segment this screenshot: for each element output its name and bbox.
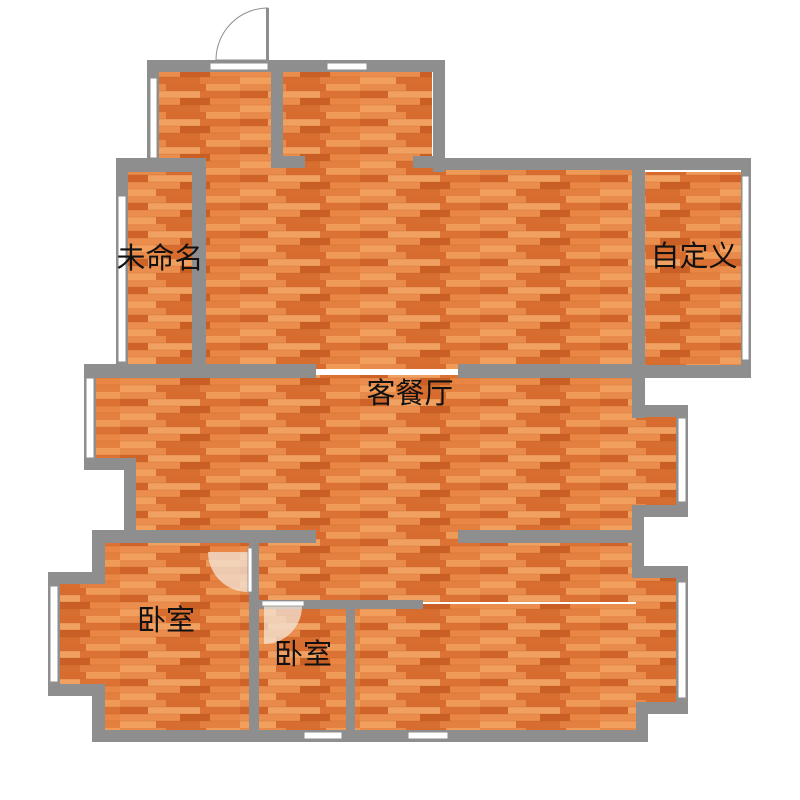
wall <box>48 572 105 584</box>
door-entrance-swing <box>215 7 269 61</box>
window <box>741 175 750 361</box>
wall <box>124 458 136 540</box>
window <box>303 731 343 740</box>
wall <box>632 405 688 417</box>
wall <box>271 60 283 168</box>
floor-bedroom-1-bay <box>60 582 106 686</box>
wall <box>147 60 445 72</box>
wall <box>283 156 305 168</box>
window <box>677 417 687 503</box>
wall <box>92 730 648 742</box>
floor-master-bay <box>636 578 678 702</box>
wall <box>632 566 688 578</box>
wall <box>636 702 648 742</box>
room-label-bedroom-1: 卧室 <box>137 603 195 637</box>
window <box>407 731 449 740</box>
wall <box>632 158 645 418</box>
window <box>209 62 269 71</box>
windows <box>49 62 750 740</box>
door-bedroom-2-leaf <box>261 600 305 607</box>
door-bedroom-1-leaf <box>247 547 253 593</box>
wall <box>116 158 206 172</box>
wall <box>84 458 136 470</box>
door-bedroom-2-swing <box>264 606 302 644</box>
door-bedroom-1-swing <box>208 552 248 592</box>
floor-east-bay <box>638 415 678 505</box>
window <box>677 581 687 699</box>
wall <box>192 158 206 366</box>
floor-corridor <box>258 540 636 602</box>
room-label-unnamed: 未命名 <box>116 241 203 275</box>
wall <box>636 702 688 714</box>
wall <box>413 156 433 168</box>
floor-entry-right <box>282 72 432 172</box>
window <box>326 62 368 71</box>
wall <box>632 505 688 517</box>
wall <box>458 364 638 378</box>
room-label-bedroom-2: 卧室 <box>274 637 332 671</box>
floor-living-dining <box>96 375 638 459</box>
wall <box>92 684 105 742</box>
floor-hall <box>194 165 638 369</box>
floor-entry-left <box>157 72 274 172</box>
wall <box>258 600 423 609</box>
floor-living-dining-lower <box>136 455 638 540</box>
window <box>85 377 95 459</box>
floor-master-bedroom <box>355 604 638 732</box>
window <box>149 77 158 159</box>
wall <box>92 530 316 543</box>
room-label-custom: 自定义 <box>650 239 737 273</box>
window <box>49 585 59 683</box>
floors <box>60 72 741 732</box>
wall <box>346 600 355 742</box>
room-labels: 未命名 自定义 客餐厅 卧室 卧室 <box>116 239 737 671</box>
wall <box>632 365 751 378</box>
window <box>117 195 127 363</box>
wall <box>92 530 105 582</box>
wall <box>458 530 644 543</box>
wall <box>433 158 749 170</box>
floor-custom-room <box>645 172 741 365</box>
wall <box>84 364 316 378</box>
wall <box>433 60 445 172</box>
wall <box>249 543 259 742</box>
door-entrance-leaf <box>266 8 269 60</box>
wall <box>48 684 105 696</box>
doors <box>208 7 305 644</box>
room-label-living-dining: 客餐厅 <box>366 376 453 410</box>
floor-unnamed-room <box>128 172 194 365</box>
